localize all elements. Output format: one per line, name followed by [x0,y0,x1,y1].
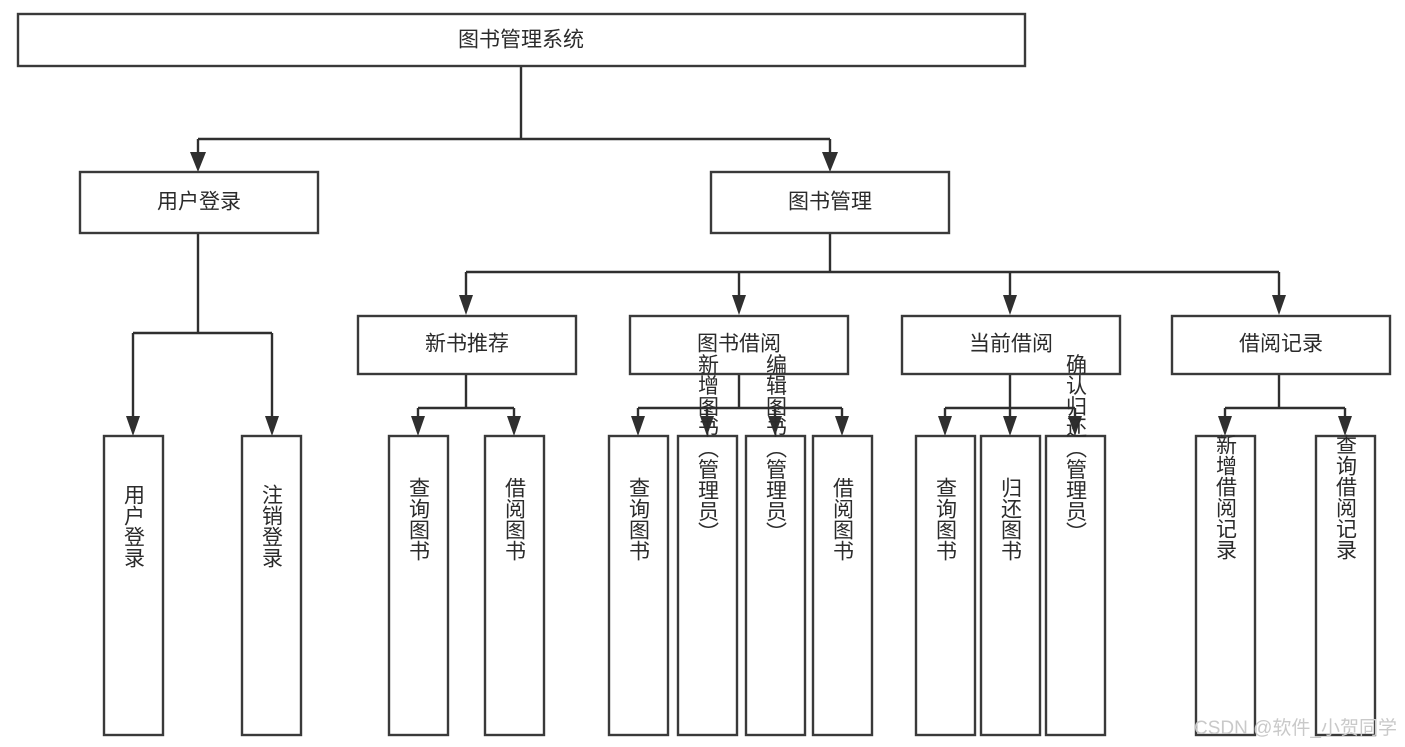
node-leaf-confirm-return-box[interactable] [1044,434,1107,737]
node-leaf-add-record[interactable]: 新增借阅记录 [1194,434,1257,737]
node-leaf-add-book-box[interactable] [676,434,739,737]
arrow-head-confirm-return [1068,416,1082,436]
node-book-mgmt[interactable]: 图书管理 [709,170,951,235]
node-leaf-query-book-a-label: 查询图书 [407,477,431,561]
node-user-login[interactable]: 用户登录 [78,170,320,235]
node-leaf-query-book-c-label: 查询图书 [934,477,958,561]
arrow-head-leaf-user-login [126,416,140,436]
node-leaf-logout-box[interactable] [240,434,303,737]
node-leaf-return-book-label: 归还图书 [999,477,1023,561]
node-root-label: 图书管理系统 [458,29,584,52]
node-leaf-confirm-return[interactable]: 确认归还（管理员） [1044,354,1107,737]
connector-layer [126,66,1352,436]
node-leaf-return-book[interactable]: 归还图书 [979,434,1042,737]
node-leaf-query-book-c[interactable]: 查询图书 [914,434,977,737]
arrow-head-edit-book [768,416,782,436]
arrow-head-new-book-rec [459,295,473,315]
node-current-borrow-label: 当前借阅 [969,333,1053,356]
node-leaf-borrow-book-b-label: 借阅图书 [831,477,855,561]
node-leaf-user-login-label: 用户登录 [122,484,146,568]
arrow-head-current-borrow [1003,295,1017,315]
node-user-login-label: 用户登录 [157,191,241,214]
node-leaf-edit-book-box[interactable] [744,434,807,737]
node-leaf-query-book-a[interactable]: 查询图书 [387,434,450,737]
arrow-head-borrow-book-b [835,416,849,436]
watermark-label: CSDN @软件_小贺同学 [1194,717,1397,739]
node-new-book-rec-box[interactable] [356,314,578,376]
node-borrow-record-box[interactable] [1170,314,1392,376]
node-leaf-borrow-book-a-label: 借阅图书 [503,477,527,561]
node-leaf-add-book-label: 新增图书（管理员） [696,354,720,543]
node-user-login-box[interactable] [78,170,320,235]
node-leaf-add-book[interactable]: 新增图书（管理员） [676,354,739,737]
node-borrow-record[interactable]: 借阅记录 [1170,314,1392,376]
arrow-head-borrow-record [1272,295,1286,315]
node-leaf-query-book-b-label: 查询图书 [627,477,651,561]
node-book-mgmt-box[interactable] [709,170,951,235]
node-leaf-query-record-box[interactable] [1314,434,1377,737]
arrow-head-book-mgmt [822,152,838,172]
arrow-head-query-book-a [411,416,425,436]
node-layer: 图书管理系统 用户登录 图书管理 新书推荐 图书借阅 当前借阅 借阅记录 [16,12,1392,737]
node-leaf-query-book-b[interactable]: 查询图书 [607,434,670,737]
node-leaf-query-book-b-box[interactable] [607,434,670,737]
node-leaf-add-record-box[interactable] [1194,434,1257,737]
node-leaf-borrow-book-a-box[interactable] [483,434,546,737]
node-leaf-confirm-return-label: 确认归还（管理员） [1064,354,1088,543]
node-root-box[interactable] [16,12,1027,68]
node-borrow-record-label: 借阅记录 [1239,333,1323,356]
arrow-head-user-login [190,152,206,172]
arrow-head-query-book-c [938,416,952,436]
node-leaf-edit-book[interactable]: 编辑图书（管理员） [744,354,807,737]
arrow-head-return-book [1003,416,1017,436]
node-new-book-rec[interactable]: 新书推荐 [356,314,578,376]
node-leaf-logout-label: 注销登录 [260,484,284,568]
node-leaf-query-book-a-box[interactable] [387,434,450,737]
node-leaf-logout[interactable]: 注销登录 [240,434,303,737]
node-book-borrow-label: 图书借阅 [697,333,781,356]
arrow-head-query-book-b [631,416,645,436]
node-root[interactable]: 图书管理系统 [16,12,1027,68]
node-leaf-borrow-book-b-box[interactable] [811,434,874,737]
node-leaf-borrow-book-a[interactable]: 借阅图书 [483,434,546,737]
node-leaf-query-record[interactable]: 查询借阅记录 [1314,434,1377,737]
node-leaf-user-login[interactable]: 用户登录 [102,434,165,737]
node-book-borrow-box[interactable] [628,314,850,376]
node-leaf-edit-book-label: 编辑图书（管理员） [764,354,788,543]
arrow-head-add-record [1218,416,1232,436]
node-leaf-query-record-label: 查询借阅记录 [1334,434,1358,560]
arrow-head-borrow-book-a [507,416,521,436]
node-leaf-query-book-c-box[interactable] [914,434,977,737]
arrow-head-book-borrow [732,295,746,315]
node-leaf-user-login-box[interactable] [102,434,165,737]
node-leaf-add-record-label: 新增借阅记录 [1214,434,1238,560]
arrow-head-leaf-logout [265,416,279,436]
node-current-borrow[interactable]: 当前借阅 [900,314,1122,376]
node-leaf-return-book-box[interactable] [979,434,1042,737]
arrow-head-query-record [1338,416,1352,436]
node-book-mgmt-label: 图书管理 [788,191,872,214]
arrow-head-add-book [700,416,714,436]
node-new-book-rec-label: 新书推荐 [425,333,509,356]
node-leaf-borrow-book-b[interactable]: 借阅图书 [811,434,874,737]
node-book-borrow[interactable]: 图书借阅 [628,314,850,376]
node-current-borrow-box[interactable] [900,314,1122,376]
